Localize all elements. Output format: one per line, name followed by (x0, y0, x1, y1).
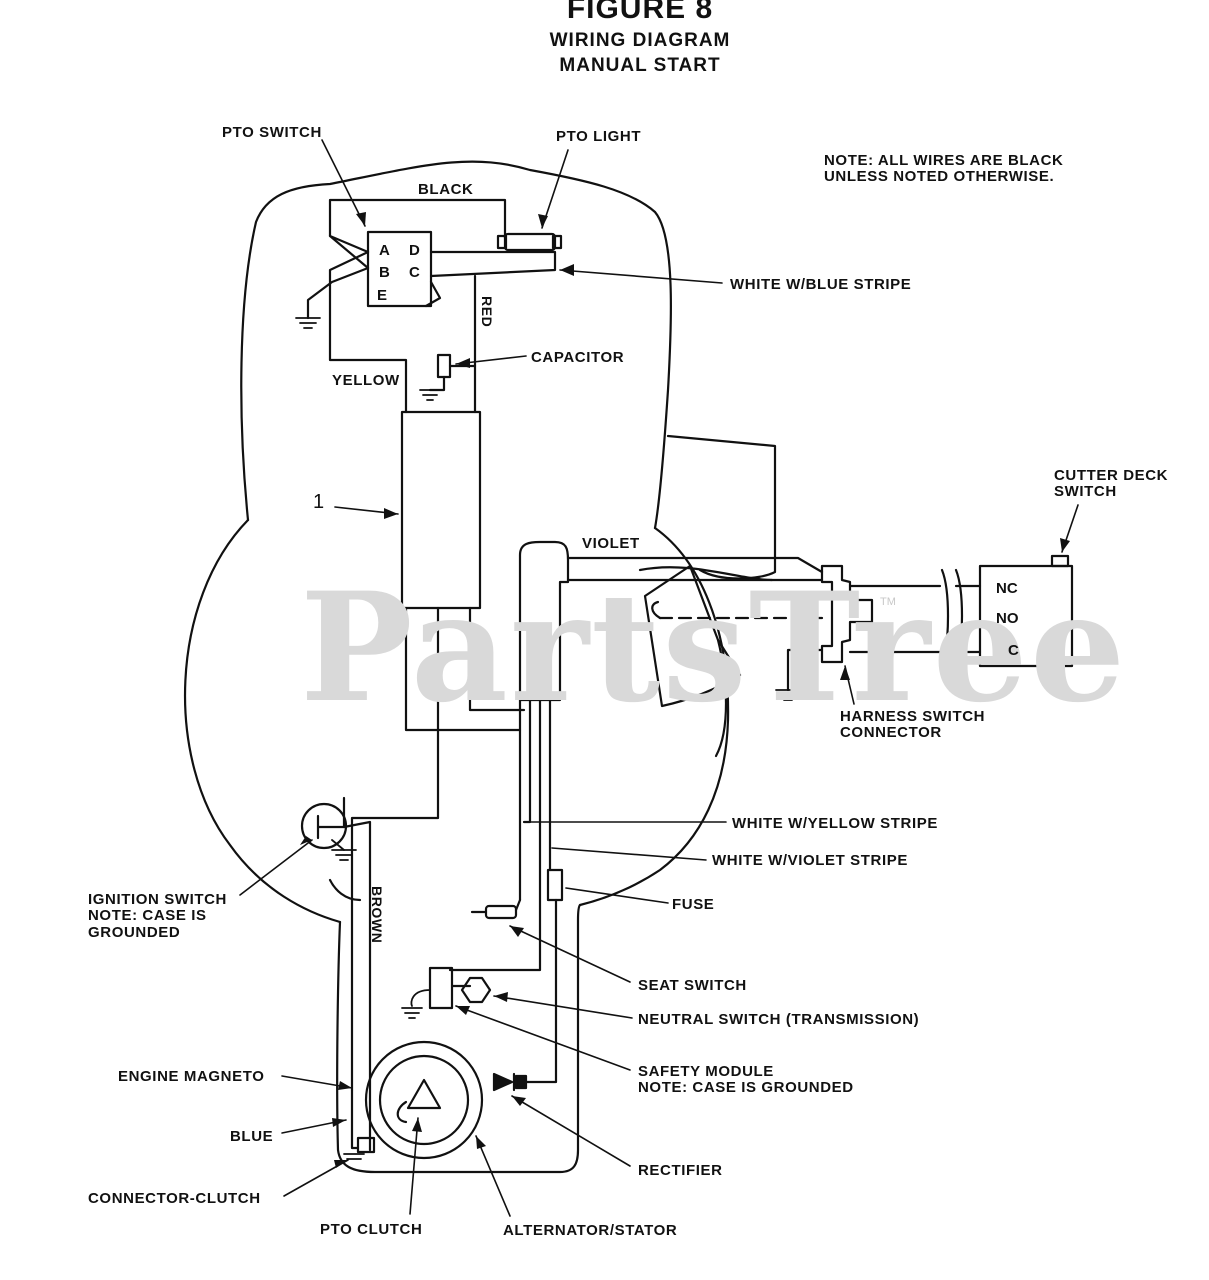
label-engine-magneto: ENGINE MAGNETO (118, 1068, 265, 1085)
label-pto-clutch: PTO CLUTCH (320, 1221, 423, 1238)
pto-pin-b: B (379, 264, 390, 281)
lower-frame (336, 903, 582, 1174)
fuse (546, 868, 564, 902)
pto-pin-c: C (409, 264, 420, 281)
engine-deck-outline (183, 518, 342, 924)
label-pto-switch: PTO SWITCH (222, 124, 322, 141)
pto-pin-d: D (409, 242, 420, 259)
label-white-violet-stripe: WHITE W/VIOLET STRIPE (712, 852, 908, 869)
pto-clutch-triangle (406, 1078, 442, 1110)
cutter-pin-no: NO (996, 610, 1019, 627)
label-red: RED (479, 296, 495, 328)
note-line-1: NOTE: ALL WIRES ARE BLACK (824, 152, 1064, 169)
rectifier (492, 1072, 514, 1092)
body-outline (240, 160, 673, 530)
seat-switch (484, 904, 518, 920)
cutter-deck-switch (978, 564, 1074, 668)
arrow-heads (300, 212, 1070, 1168)
label-blue: BLUE (230, 1128, 274, 1145)
label-seat-switch: SEAT SWITCH (638, 977, 747, 994)
engine-deck-outline-right (578, 526, 730, 907)
safety-module (428, 966, 454, 1010)
label-ignition-3: GROUNDED (88, 924, 181, 941)
cutter-pin-nc: NC (996, 580, 1018, 597)
capacitor (436, 353, 452, 379)
pto-pin-a: A (379, 242, 390, 259)
connector-clutch (356, 1136, 376, 1154)
figure-title: WIRING DIAGRAM (549, 30, 731, 51)
component-1 (400, 410, 482, 610)
neutral-switch (460, 976, 492, 1004)
label-violet: VIOLET (582, 535, 640, 552)
label-item-1: 1 (313, 491, 325, 513)
note-line-2: UNLESS NOTED OTHERWISE. (824, 168, 1055, 185)
label-cutter-deck-1: CUTTER DECK (1054, 467, 1169, 484)
label-fuse: FUSE (672, 896, 715, 913)
label-alternator-stator: ALTERNATOR/STATOR (503, 1222, 678, 1239)
label-white-blue-stripe: WHITE W/BLUE STRIPE (730, 276, 912, 293)
label-ignition-1: IGNITION SWITCH (88, 891, 227, 908)
label-harness-1: HARNESS SWITCH (840, 708, 986, 725)
figure-number: FIGURE 8 (566, 0, 714, 25)
label-black: BLACK (418, 181, 474, 198)
label-neutral-switch: NEUTRAL SWITCH (TRANSMISSION) (638, 1011, 920, 1028)
ground-symbols (295, 317, 801, 1160)
harness-switch-connector (820, 564, 874, 664)
figure-subtitle: MANUAL START (559, 55, 721, 76)
pto-light (503, 232, 557, 252)
label-safety-module-2: NOTE: CASE IS GROUNDED (638, 1079, 854, 1096)
violet-connector (518, 540, 570, 702)
watermark: PartsTree (300, 560, 1128, 736)
label-ignition-2: NOTE: CASE IS (88, 907, 207, 924)
label-pto-light: PTO LIGHT (556, 128, 642, 145)
cutter-pin-c: C (1008, 642, 1019, 659)
label-cutter-deck-2: SWITCH (1054, 483, 1117, 500)
label-harness-2: CONNECTOR (840, 724, 942, 741)
label-safety-module-1: SAFETY MODULE (638, 1063, 774, 1080)
mower-shield (643, 564, 742, 708)
label-yellow: YELLOW (332, 372, 400, 389)
label-capacitor: CAPACITOR (531, 349, 625, 366)
label-white-yellow-stripe: WHITE W/YELLOW STRIPE (732, 815, 938, 832)
label-rectifier: RECTIFIER (638, 1162, 723, 1179)
alternator-stator (364, 1040, 484, 1160)
watermark-tm: TM (880, 596, 896, 608)
label-brown: BROWN (369, 886, 385, 944)
label-connector-clutch: CONNECTOR-CLUTCH (88, 1190, 261, 1207)
pto-pin-e: E (377, 287, 388, 304)
